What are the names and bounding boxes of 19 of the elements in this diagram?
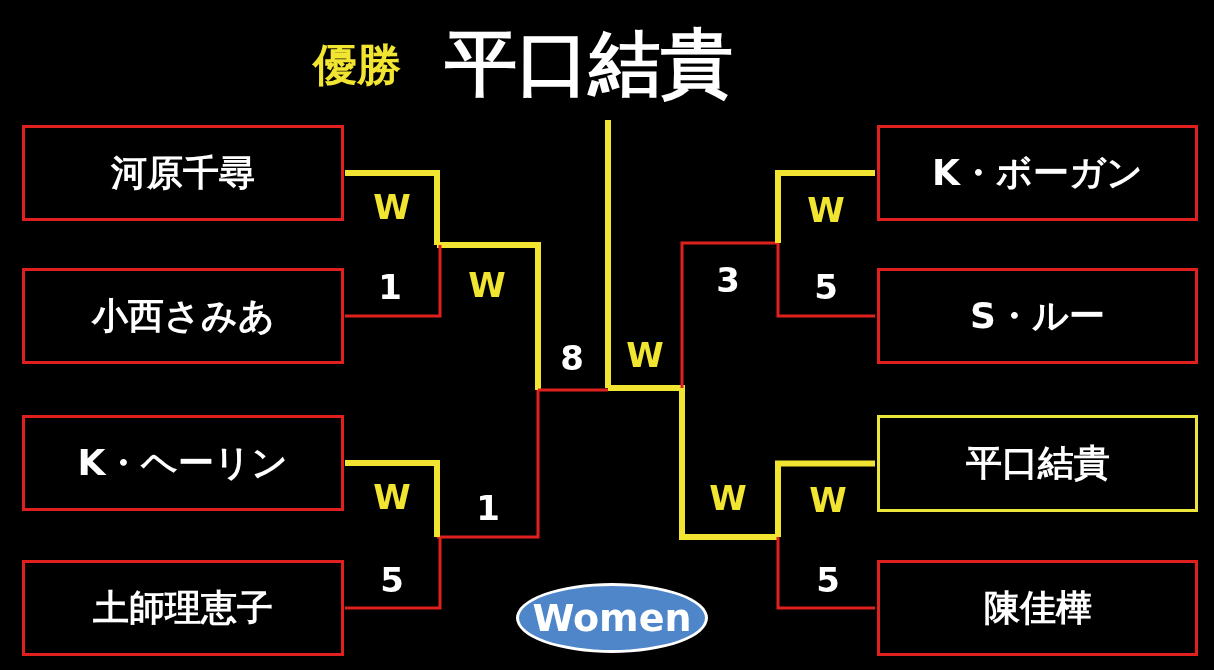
bracket-line: [776, 537, 875, 610]
bracket-line: [776, 243, 875, 318]
player-box: 平口結貴: [877, 415, 1198, 512]
player-box: 陳佳樺: [877, 560, 1198, 656]
winner-heading: 優勝: [313, 38, 401, 92]
player-box: 小西さみあ: [22, 268, 344, 364]
category-badge: Women: [516, 583, 708, 653]
bracket-line: [345, 537, 442, 610]
bracket-line: [775, 460, 875, 537]
bracket-line: [345, 170, 440, 245]
bracket-line: [345, 460, 440, 537]
player-box: 河原千尋: [22, 125, 344, 221]
player-box: K・ボーガン: [877, 125, 1198, 221]
player-box: S・ルー: [877, 268, 1198, 364]
champion-title: 平口結貴: [445, 20, 733, 107]
bracket-line: [775, 170, 875, 243]
bracket-line: [345, 245, 442, 318]
player-box: 土師理恵子: [22, 560, 344, 656]
player-box: K・ヘーリン: [22, 415, 344, 511]
